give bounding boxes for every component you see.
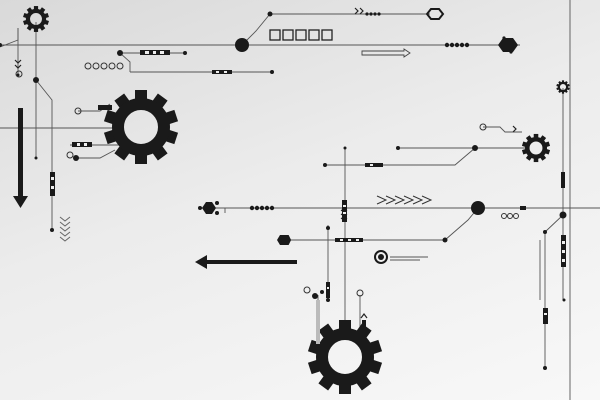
chevron-icon: [59, 216, 71, 242]
arrow-icon: [361, 48, 411, 58]
circuit-node-icon: [0, 11, 567, 370]
gear-icon: [104, 90, 178, 164]
hexagon-icon: [202, 38, 518, 245]
target-ring-icon: [374, 250, 388, 264]
chevron-icon: [14, 7, 517, 319]
chevron-icon: [376, 195, 433, 205]
hexagon-icon: [280, 8, 445, 245]
gear-icon: [555, 79, 571, 95]
circuit-node-icon: [15, 62, 519, 297]
dashed-segments: [50, 50, 566, 344]
gear-icon: [23, 6, 49, 32]
bead-rows: [73, 12, 513, 215]
gear-icon: [522, 134, 550, 162]
arrow-icon: [13, 108, 297, 269]
square-row: [269, 29, 333, 41]
